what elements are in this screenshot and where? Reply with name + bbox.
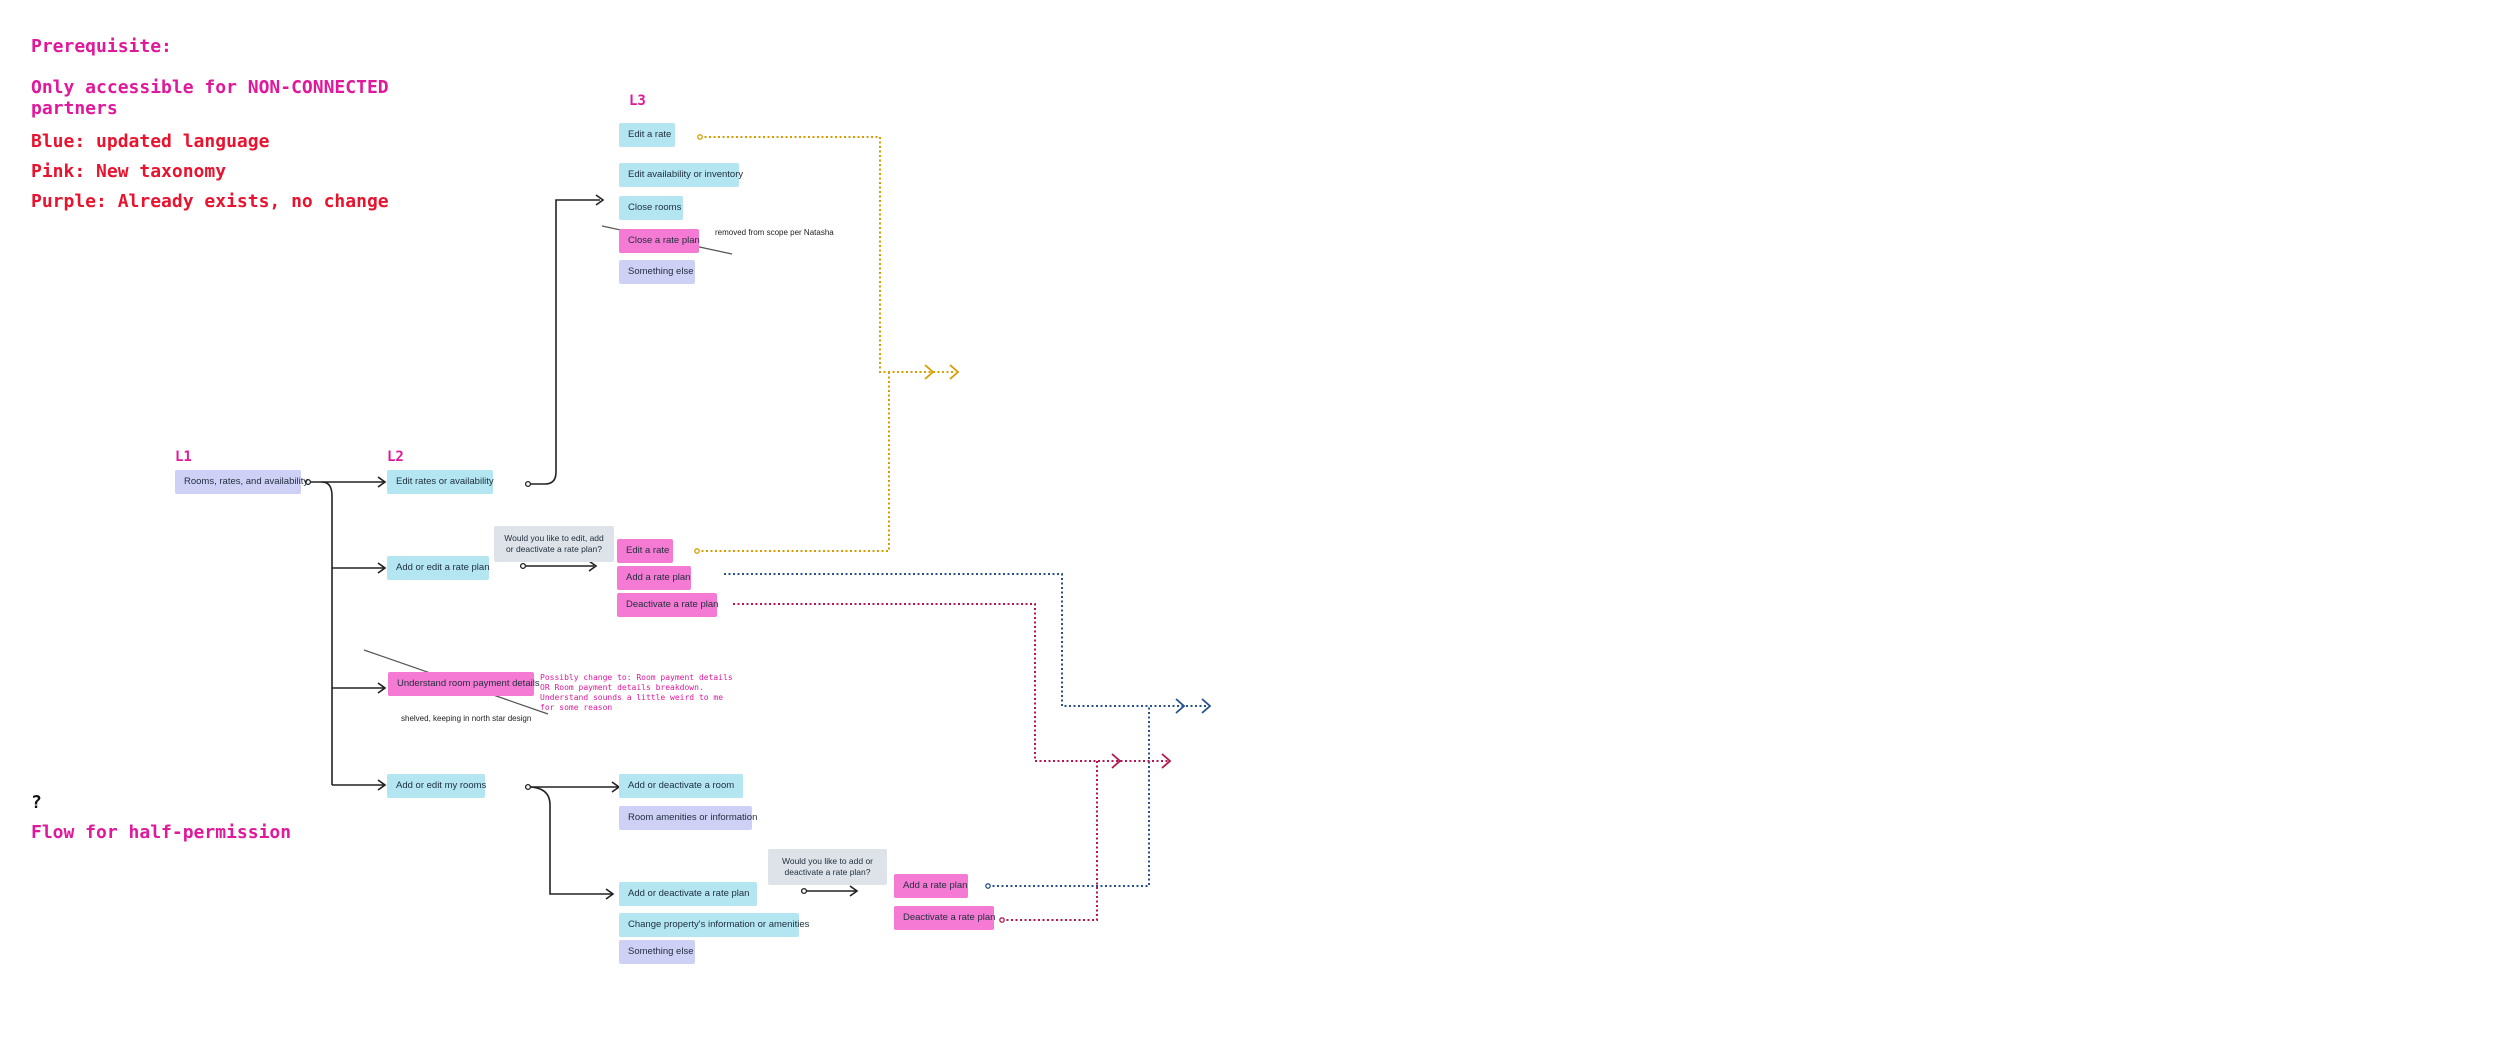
arrowhead (595, 194, 605, 206)
arrowhead (605, 888, 615, 900)
arrowhead-navy (1201, 698, 1212, 714)
node-edit-availability-inventory[interactable]: Edit availability or inventory (619, 163, 743, 187)
note-shelved: shelved, keeping in north star design (401, 714, 532, 723)
node-edit-a-rate-pink[interactable]: Edit a rate (617, 539, 673, 563)
arrowhead (377, 562, 387, 574)
node-deactivate-rate-plan-1[interactable]: Deactivate a rate plan (617, 593, 718, 617)
arrowhead-navy (1175, 698, 1186, 714)
arrowhead-crimson (1161, 753, 1172, 769)
connector-crimson-deactivate-1 (733, 603, 1168, 762)
node-add-edit-rate-plan[interactable]: Add or edit a rate plan (387, 556, 489, 580)
connector-gold-edit-rate-pink (697, 372, 890, 552)
connector-dot (985, 883, 991, 889)
legend-blue: Blue: updated language (31, 131, 270, 152)
legend-access: Only accessible for NON-CONNECTED partne… (31, 77, 389, 119)
node-close-rooms[interactable]: Close rooms (619, 196, 683, 220)
node-understand-room-payment[interactable]: Understand room payment details (388, 672, 540, 696)
legend-purple: Purple: Already exists, no change (31, 191, 389, 212)
connector-gold-edit-rate-l3 (700, 136, 955, 373)
arrowhead-crimson (1111, 753, 1122, 769)
node-add-deactivate-rate-plan[interactable]: Add or deactivate a rate plan (619, 882, 757, 906)
connector-dot (304, 478, 312, 486)
node-deactivate-rate-plan-2[interactable]: Deactivate a rate plan (894, 906, 995, 930)
node-add-rate-plan-1[interactable]: Add a rate plan (617, 566, 691, 590)
connector-dot (999, 917, 1005, 923)
connector-edit-rates-to-l3 (528, 199, 600, 485)
level-label-l3: L3 (629, 93, 646, 109)
connector-dot (697, 134, 703, 140)
legend-pink: Pink: New taxonomy (31, 161, 227, 182)
node-change-property-info[interactable]: Change property's information or ameniti… (619, 913, 809, 937)
arrowhead (588, 560, 598, 572)
question-mark: ? (31, 792, 42, 813)
node-add-edit-rooms[interactable]: Add or edit my rooms (387, 774, 486, 798)
legend-prerequisite: Prerequisite: (31, 36, 172, 57)
node-edit-rates-availability[interactable]: Edit rates or availability (387, 470, 494, 494)
arrowhead (377, 682, 387, 694)
connector-dot (524, 783, 532, 791)
node-something-else-1[interactable]: Something else (619, 260, 695, 284)
connector-crimson-deactivate-2 (1002, 761, 1098, 921)
connector-rooms-down (527, 786, 612, 895)
connector-dot (519, 562, 527, 570)
arrowhead-gold (949, 364, 960, 380)
level-label-l1: L1 (175, 449, 192, 465)
arrowhead (377, 476, 387, 488)
level-label-l2: L2 (387, 449, 404, 465)
connector-dot (524, 480, 532, 488)
connector-dot (800, 887, 808, 895)
node-close-rate-plan[interactable]: Close a rate plan (619, 229, 700, 253)
note-possibly-change: Possibly change to: Room payment details… (540, 673, 733, 712)
connector-dot (694, 548, 700, 554)
node-rooms-rates-availability[interactable]: Rooms, rates, and availability (175, 470, 308, 494)
arrowhead (849, 885, 859, 897)
node-something-else-2[interactable]: Something else (619, 940, 695, 964)
node-edit-a-rate-l3[interactable]: Edit a rate (619, 123, 675, 147)
question-edit-add-deactivate: Would you like to edit, add or deactivat… (494, 526, 614, 562)
node-add-rate-plan-2[interactable]: Add a rate plan (894, 874, 968, 898)
node-add-deactivate-room[interactable]: Add or deactivate a room (619, 774, 743, 798)
connector-l1-trunk (308, 481, 333, 785)
question-add-deactivate: Would you like to add or deactivate a ra… (768, 849, 887, 885)
arrowhead-gold (924, 364, 935, 380)
connector-navy-add-rate-plan-1 (724, 573, 1208, 707)
node-room-amenities[interactable]: Room amenities or information (619, 806, 757, 830)
note-removed-scope: removed from scope per Natasha (715, 228, 834, 237)
connector-navy-add-rate-plan-2 (988, 706, 1150, 887)
arrowhead (377, 779, 387, 791)
half-permission-title: Flow for half-permission (31, 822, 292, 843)
